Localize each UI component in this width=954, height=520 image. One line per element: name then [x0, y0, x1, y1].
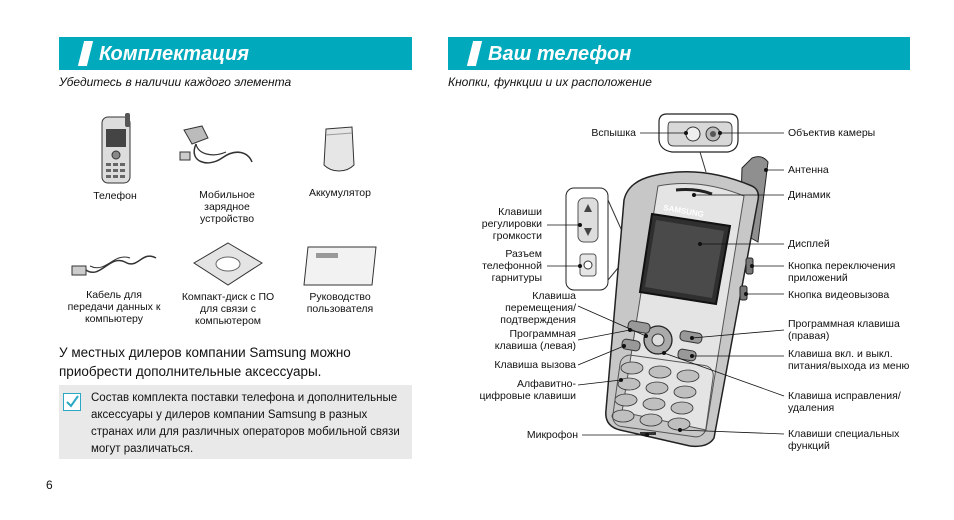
- section-subtitle: Убедитесь в наличии каждого элемента: [59, 75, 292, 89]
- section-title: Комплектация: [99, 43, 250, 65]
- item-cable-caption: Кабель для передачи данных к компьютеру: [67, 289, 161, 325]
- battery-image: [323, 126, 355, 172]
- label-alnum-keys: Алфавитно- цифровые клавиши: [479, 378, 577, 402]
- section-title: Ваш телефон: [488, 43, 632, 65]
- label-clear-key: Клавиша исправления/ удаления: [788, 390, 901, 414]
- data-cable-image: [71, 255, 157, 276]
- label-microphone: Микрофон: [526, 429, 578, 441]
- item-charger-caption: Мобильное зарядное устройство: [199, 189, 255, 225]
- label-video-call: Кнопка видеовызова: [788, 289, 890, 301]
- page-number: 6: [46, 478, 53, 492]
- cd-image: [193, 242, 263, 286]
- label-app-switch: Кнопка переключения приложений: [788, 260, 896, 284]
- label-antenna: Антенна: [788, 164, 829, 176]
- section-header-contents: Комплектация: [59, 37, 412, 70]
- item-battery-caption: Аккумулятор: [309, 187, 371, 199]
- note-text: Состав комплекта поставки телефона и доп…: [91, 392, 400, 455]
- label-special-keys: Клавиши специальных функций: [788, 428, 900, 452]
- item-cd-caption: Компакт-диск с ПО для связи с компьютеро…: [181, 291, 275, 327]
- label-nav-key: Клавиша перемещения/ подтверждения: [500, 290, 576, 326]
- label-display: Дисплей: [788, 238, 830, 250]
- section-subtitle: Кнопки, функции и их расположение: [448, 75, 652, 89]
- label-soft-right: Программная клавиша (правая): [788, 318, 900, 342]
- manual-image: [303, 246, 377, 286]
- label-soft-left: Программная клавиша (левая): [494, 328, 576, 352]
- checkmark-icon: [63, 393, 81, 411]
- section-header-phone: Ваш телефон: [448, 37, 910, 70]
- label-call-key: Клавиша вызова: [494, 359, 576, 371]
- dealers-text: У местных дилеров компании Samsung можно…: [59, 345, 351, 379]
- charger-image: [179, 125, 253, 164]
- label-volume-keys: Клавиши регулировки громкости: [481, 206, 542, 242]
- item-phone-caption: Телефон: [93, 190, 137, 202]
- note-box: Состав комплекта поставки телефона и доп…: [59, 385, 412, 459]
- item-manual-caption: Руководство пользователя: [306, 291, 374, 315]
- label-power-key: Клавиша вкл. и выкл. питания/выхода из м…: [788, 348, 910, 372]
- label-camera-lens: Объектив камеры: [788, 127, 876, 139]
- phone-image: [101, 113, 131, 184]
- label-headset-jack: Разъем телефонной гарнитуры: [482, 248, 542, 284]
- label-flash: Вспышка: [591, 127, 636, 139]
- label-speaker: Динамик: [788, 189, 831, 201]
